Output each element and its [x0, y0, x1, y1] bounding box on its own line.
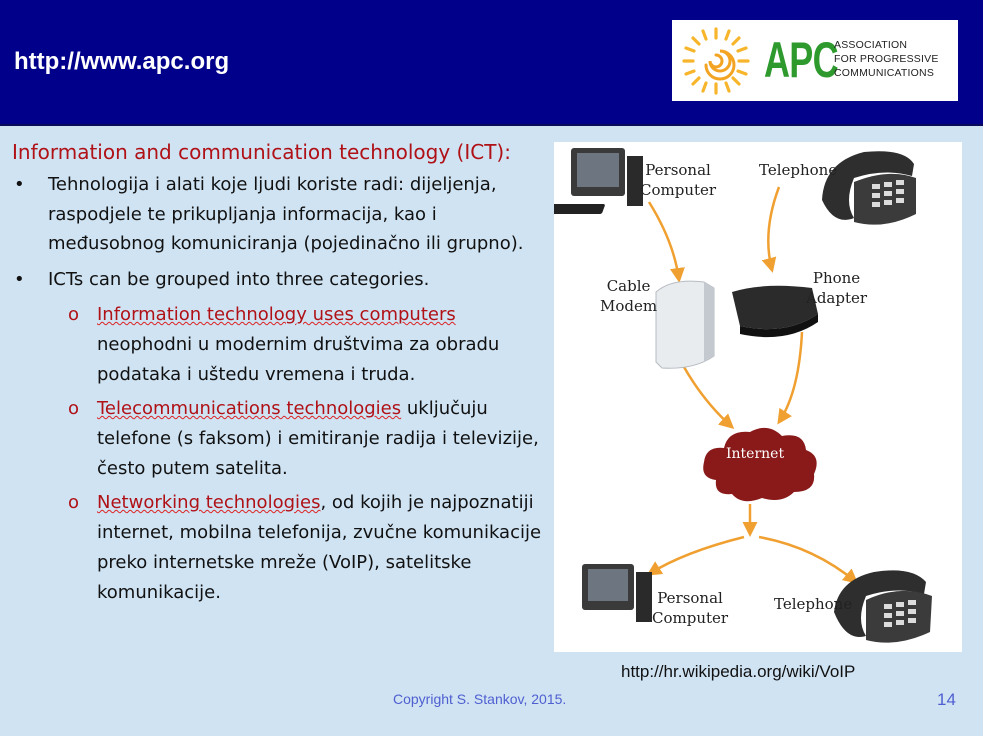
category-item: o Networking technologies, od kojih je n…	[12, 488, 542, 608]
voip-diagram-art	[554, 148, 932, 643]
bullet-icon: •	[14, 268, 25, 290]
category-title: Information technology uses computers	[97, 304, 456, 325]
telephone-icon	[822, 151, 916, 225]
voip-diagram: Personal Computer Telephone Cable Modem …	[554, 142, 962, 652]
ict-heading: Information and communication technology…	[12, 140, 511, 164]
bullet-text: ICTs can be grouped into three categorie…	[48, 268, 430, 290]
circle-bullet-icon: o	[68, 304, 80, 325]
logo-line: ASSOCIATION	[834, 39, 908, 51]
category-text: , od kojih je najpoznatiji internet, mob…	[97, 492, 542, 603]
slide-body: Information and communication technology…	[12, 138, 542, 612]
slide-header: http://www.apc.org	[0, 0, 983, 126]
telephone-icon	[834, 570, 932, 643]
page-number: 14	[937, 690, 956, 709]
label-phone-adapter: Phone Adapter	[806, 269, 868, 307]
bullet-text: Tehnologija i alati koje ljudi koriste r…	[48, 174, 524, 254]
apc-logo-text: ASSOCIATION FOR PROGRESSIVE COMMUNICATIO…	[834, 38, 939, 80]
phone-adapter-icon	[732, 285, 818, 338]
source-link[interactable]: http://hr.wikipedia.org/wiki/VoIP	[621, 662, 856, 681]
apc-logo: APC ASSOCIATION FOR PROGRESSIVE COMMUNIC…	[672, 20, 958, 101]
bullet-item: • ICTs can be grouped into three categor…	[12, 265, 542, 295]
label-personal-computer-bottom: Personal Computer	[652, 589, 729, 627]
label-telephone-top: Telephone	[759, 161, 838, 179]
circle-bullet-icon: o	[68, 492, 80, 513]
cable-modem-icon	[655, 280, 715, 369]
logo-line: COMMUNICATIONS	[834, 67, 935, 79]
logo-line: FOR PROGRESSIVE	[834, 53, 939, 65]
personal-computer-icon	[554, 148, 643, 214]
label-internet: Internet	[726, 446, 785, 462]
category-title: Networking technologies	[97, 492, 321, 513]
category-text: neophodni u modernim društvima za obradu…	[97, 334, 500, 385]
category-title: Telecommunications technologies	[97, 398, 402, 419]
label-cable-modem: Cable Modem	[600, 277, 658, 315]
flow-arrows	[646, 186, 859, 584]
label-personal-computer-top: Personal Computer	[640, 161, 717, 199]
bullet-item: • Tehnologija i alati koje ljudi koriste…	[12, 170, 542, 259]
category-item: o Telecommunications technologies uključ…	[12, 394, 542, 484]
label-telephone-bottom: Telephone	[774, 595, 853, 613]
copyright-text: Copyright S. Stankov, 2015.	[393, 691, 567, 707]
sun-spiral-icon	[682, 27, 750, 95]
personal-computer-icon	[582, 564, 652, 622]
apc-logo-mark: APC	[764, 32, 839, 88]
bullet-icon: •	[14, 174, 25, 195]
slide-title[interactable]: http://www.apc.org	[14, 48, 230, 75]
internet-cloud-icon	[703, 427, 817, 502]
category-item: o Information technology uses computers …	[12, 300, 542, 390]
circle-bullet-icon: o	[68, 398, 80, 419]
category-text: uključuju telefone (s faksom) i emitiran…	[97, 398, 539, 479]
